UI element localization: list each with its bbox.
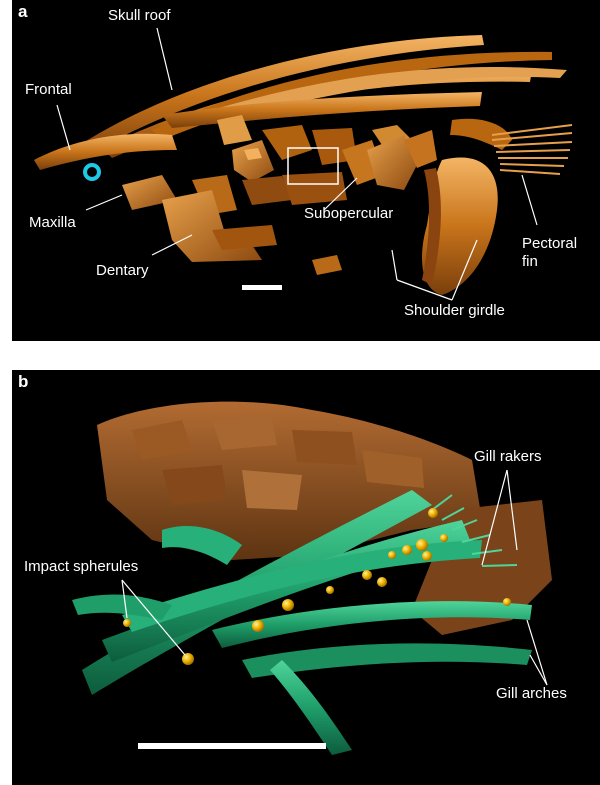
- bone-mass-b: [97, 401, 552, 635]
- label-frontal: Frontal: [25, 81, 72, 98]
- spherule: [362, 570, 372, 580]
- panel-a-letter: a: [18, 2, 28, 21]
- skull-fragments: [192, 115, 457, 275]
- subopercular-bone: [367, 130, 437, 190]
- gill-rakers-structure: [431, 494, 518, 567]
- spherule: [402, 545, 412, 555]
- leader-lines-b: [121, 469, 548, 686]
- panel-b-specimen-render: [72, 401, 552, 755]
- spherule: [326, 586, 334, 594]
- spherule: [503, 598, 511, 606]
- scale-bar-b: [138, 743, 326, 749]
- panel-b-letter: b: [18, 372, 29, 391]
- leader-lines-a: [56, 27, 538, 301]
- label-impact-spherules: Impact spherules: [24, 558, 139, 575]
- impact-spherules-group: [123, 508, 511, 665]
- panel-a-specimen-render: [34, 27, 573, 301]
- spherule: [282, 599, 294, 611]
- pectoral-fin-bone: [491, 124, 573, 175]
- spherule: [416, 539, 428, 551]
- frontal-bone: [34, 133, 177, 170]
- spherule: [377, 577, 387, 587]
- spherule: [252, 620, 264, 632]
- label-subopercular: Subopercular: [304, 205, 394, 222]
- spherule: [388, 551, 396, 559]
- inset-box: [287, 147, 339, 185]
- spherule: [440, 534, 448, 542]
- label-maxilla: Maxilla: [29, 214, 76, 231]
- label-pectoral-fin-2: fin: [522, 253, 538, 270]
- spherule: [428, 508, 438, 518]
- eye-marker-ring: [83, 163, 101, 181]
- scale-bar-a: [242, 285, 282, 290]
- spherule: [123, 619, 131, 627]
- panel-a: a Skull roof Frontal Maxilla Dentary Sub…: [12, 0, 600, 341]
- label-shoulder-girdle: Shoulder girdle: [404, 302, 505, 319]
- label-skull-roof: Skull roof: [108, 7, 171, 24]
- label-pectoral-fin-1: Pectoral: [522, 235, 578, 252]
- label-gill-rakers: Gill rakers: [474, 448, 542, 465]
- label-gill-arches: Gill arches: [496, 685, 567, 702]
- dentary-bone: [162, 190, 277, 262]
- shoulder-girdle-bone: [422, 118, 512, 295]
- panel-b: b Gill rakers Impact spherules Gill arch…: [12, 370, 600, 785]
- label-dentary: Dentary: [96, 262, 149, 279]
- spherule: [182, 653, 194, 665]
- spherule: [422, 551, 432, 561]
- gill-arches-structure: [72, 490, 532, 755]
